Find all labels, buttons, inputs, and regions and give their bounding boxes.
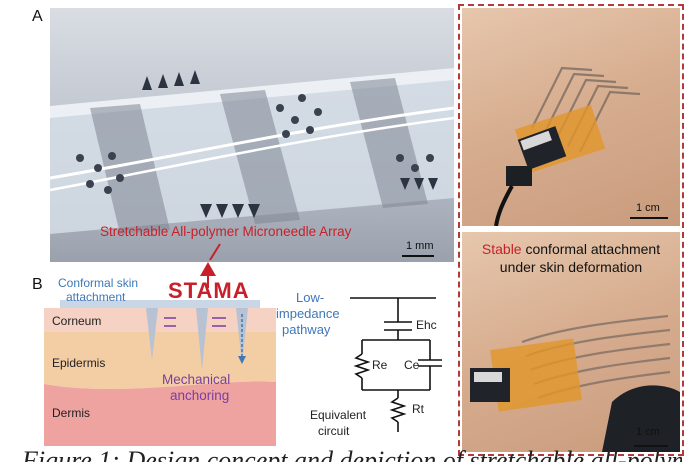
mechanical-line2: anchoring	[170, 388, 230, 403]
panel-c-note-line1: Stable conformal attachment	[466, 240, 676, 258]
mechanical-line1: Mechanical	[162, 372, 231, 387]
panel-c-note-highlight: Stable	[481, 241, 522, 257]
panel-c-note-rest1: conformal attachment	[521, 241, 661, 257]
circuit-label-line2: circuit	[318, 424, 350, 438]
circuit-re-label: Re	[372, 358, 388, 372]
panel-c-frame	[458, 4, 684, 456]
panel-a-photo	[50, 8, 454, 262]
microneedle-strip-illustration	[50, 68, 454, 261]
panel-a-letter: A	[32, 8, 43, 25]
circuit-rt-label: Rt	[412, 402, 424, 416]
panel-c-top-scale-label: 1 cm	[636, 202, 660, 214]
panel-c-note: Stable conformal attachment under skin d…	[466, 240, 676, 276]
panel-c-bottom-scale-label: 1 cm	[636, 426, 660, 438]
layer-epidermis: Epidermis	[52, 356, 106, 370]
panel-b-letter: B	[32, 276, 43, 293]
panel-c-bottom-photo	[462, 232, 680, 452]
panel-c-top-photo	[462, 8, 680, 226]
circuit-ehc-label: Ehc	[416, 318, 437, 332]
electrode-on-arm-illustration	[494, 66, 668, 226]
low-impedance-line1: Low-	[296, 290, 325, 305]
circuit-ce-label: Ce	[404, 358, 420, 372]
conformal-label-line1: Conformal skin	[58, 276, 139, 290]
circuit-label-line1: Equivalent	[310, 408, 367, 422]
panel-a-caption: Stretchable All-polymer Microneedle Arra…	[100, 224, 352, 239]
figure-caption-fragment: Figure 1: Design concept and depiction o…	[22, 446, 682, 462]
stama-title: STAMA	[168, 278, 250, 303]
conformal-label-line2: attachment	[66, 290, 126, 304]
low-impedance-line3: pathway	[282, 322, 331, 337]
layer-dermis: Dermis	[52, 406, 90, 420]
low-impedance-line2: impedance	[276, 306, 340, 321]
panel-c-note-line2: under skin deformation	[499, 259, 643, 275]
layer-corneum: Corneum	[52, 314, 102, 328]
deformed-electrode-illustration	[470, 314, 680, 452]
panel-a-scale-label: 1 mm	[406, 240, 434, 252]
